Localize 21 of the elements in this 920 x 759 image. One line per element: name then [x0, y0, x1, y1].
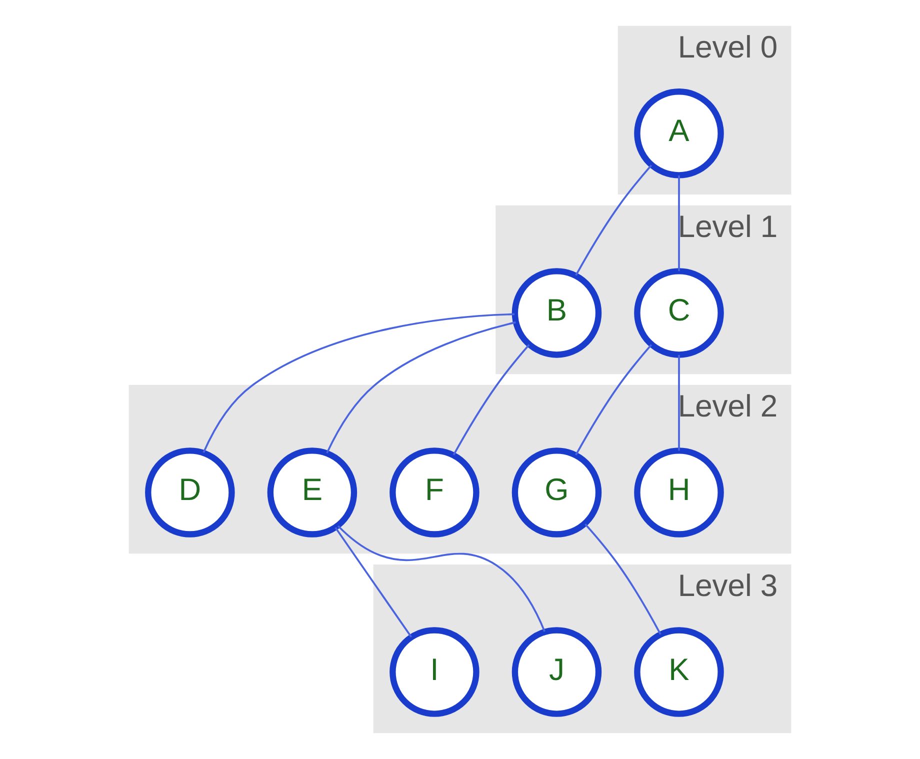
connector [575, 344, 652, 456]
node-circle: I [390, 627, 480, 717]
node-circle: J [512, 627, 602, 717]
connector [452, 344, 530, 456]
connector [337, 525, 546, 632]
connector [678, 354, 680, 451]
connector [202, 313, 515, 453]
node-circle: B [512, 268, 602, 358]
connector [584, 524, 662, 635]
node-circle: K [634, 627, 724, 717]
connector [575, 164, 652, 276]
connector [678, 175, 680, 272]
node-circle: A [634, 88, 724, 178]
node-circle: D [145, 448, 235, 538]
node-circle: G [512, 448, 602, 538]
node-circle: C [634, 268, 724, 358]
node-circle: H [634, 448, 724, 538]
connector [326, 321, 516, 454]
connector [334, 527, 412, 638]
node-circle: E [267, 448, 358, 538]
node-circle: F [390, 448, 480, 538]
